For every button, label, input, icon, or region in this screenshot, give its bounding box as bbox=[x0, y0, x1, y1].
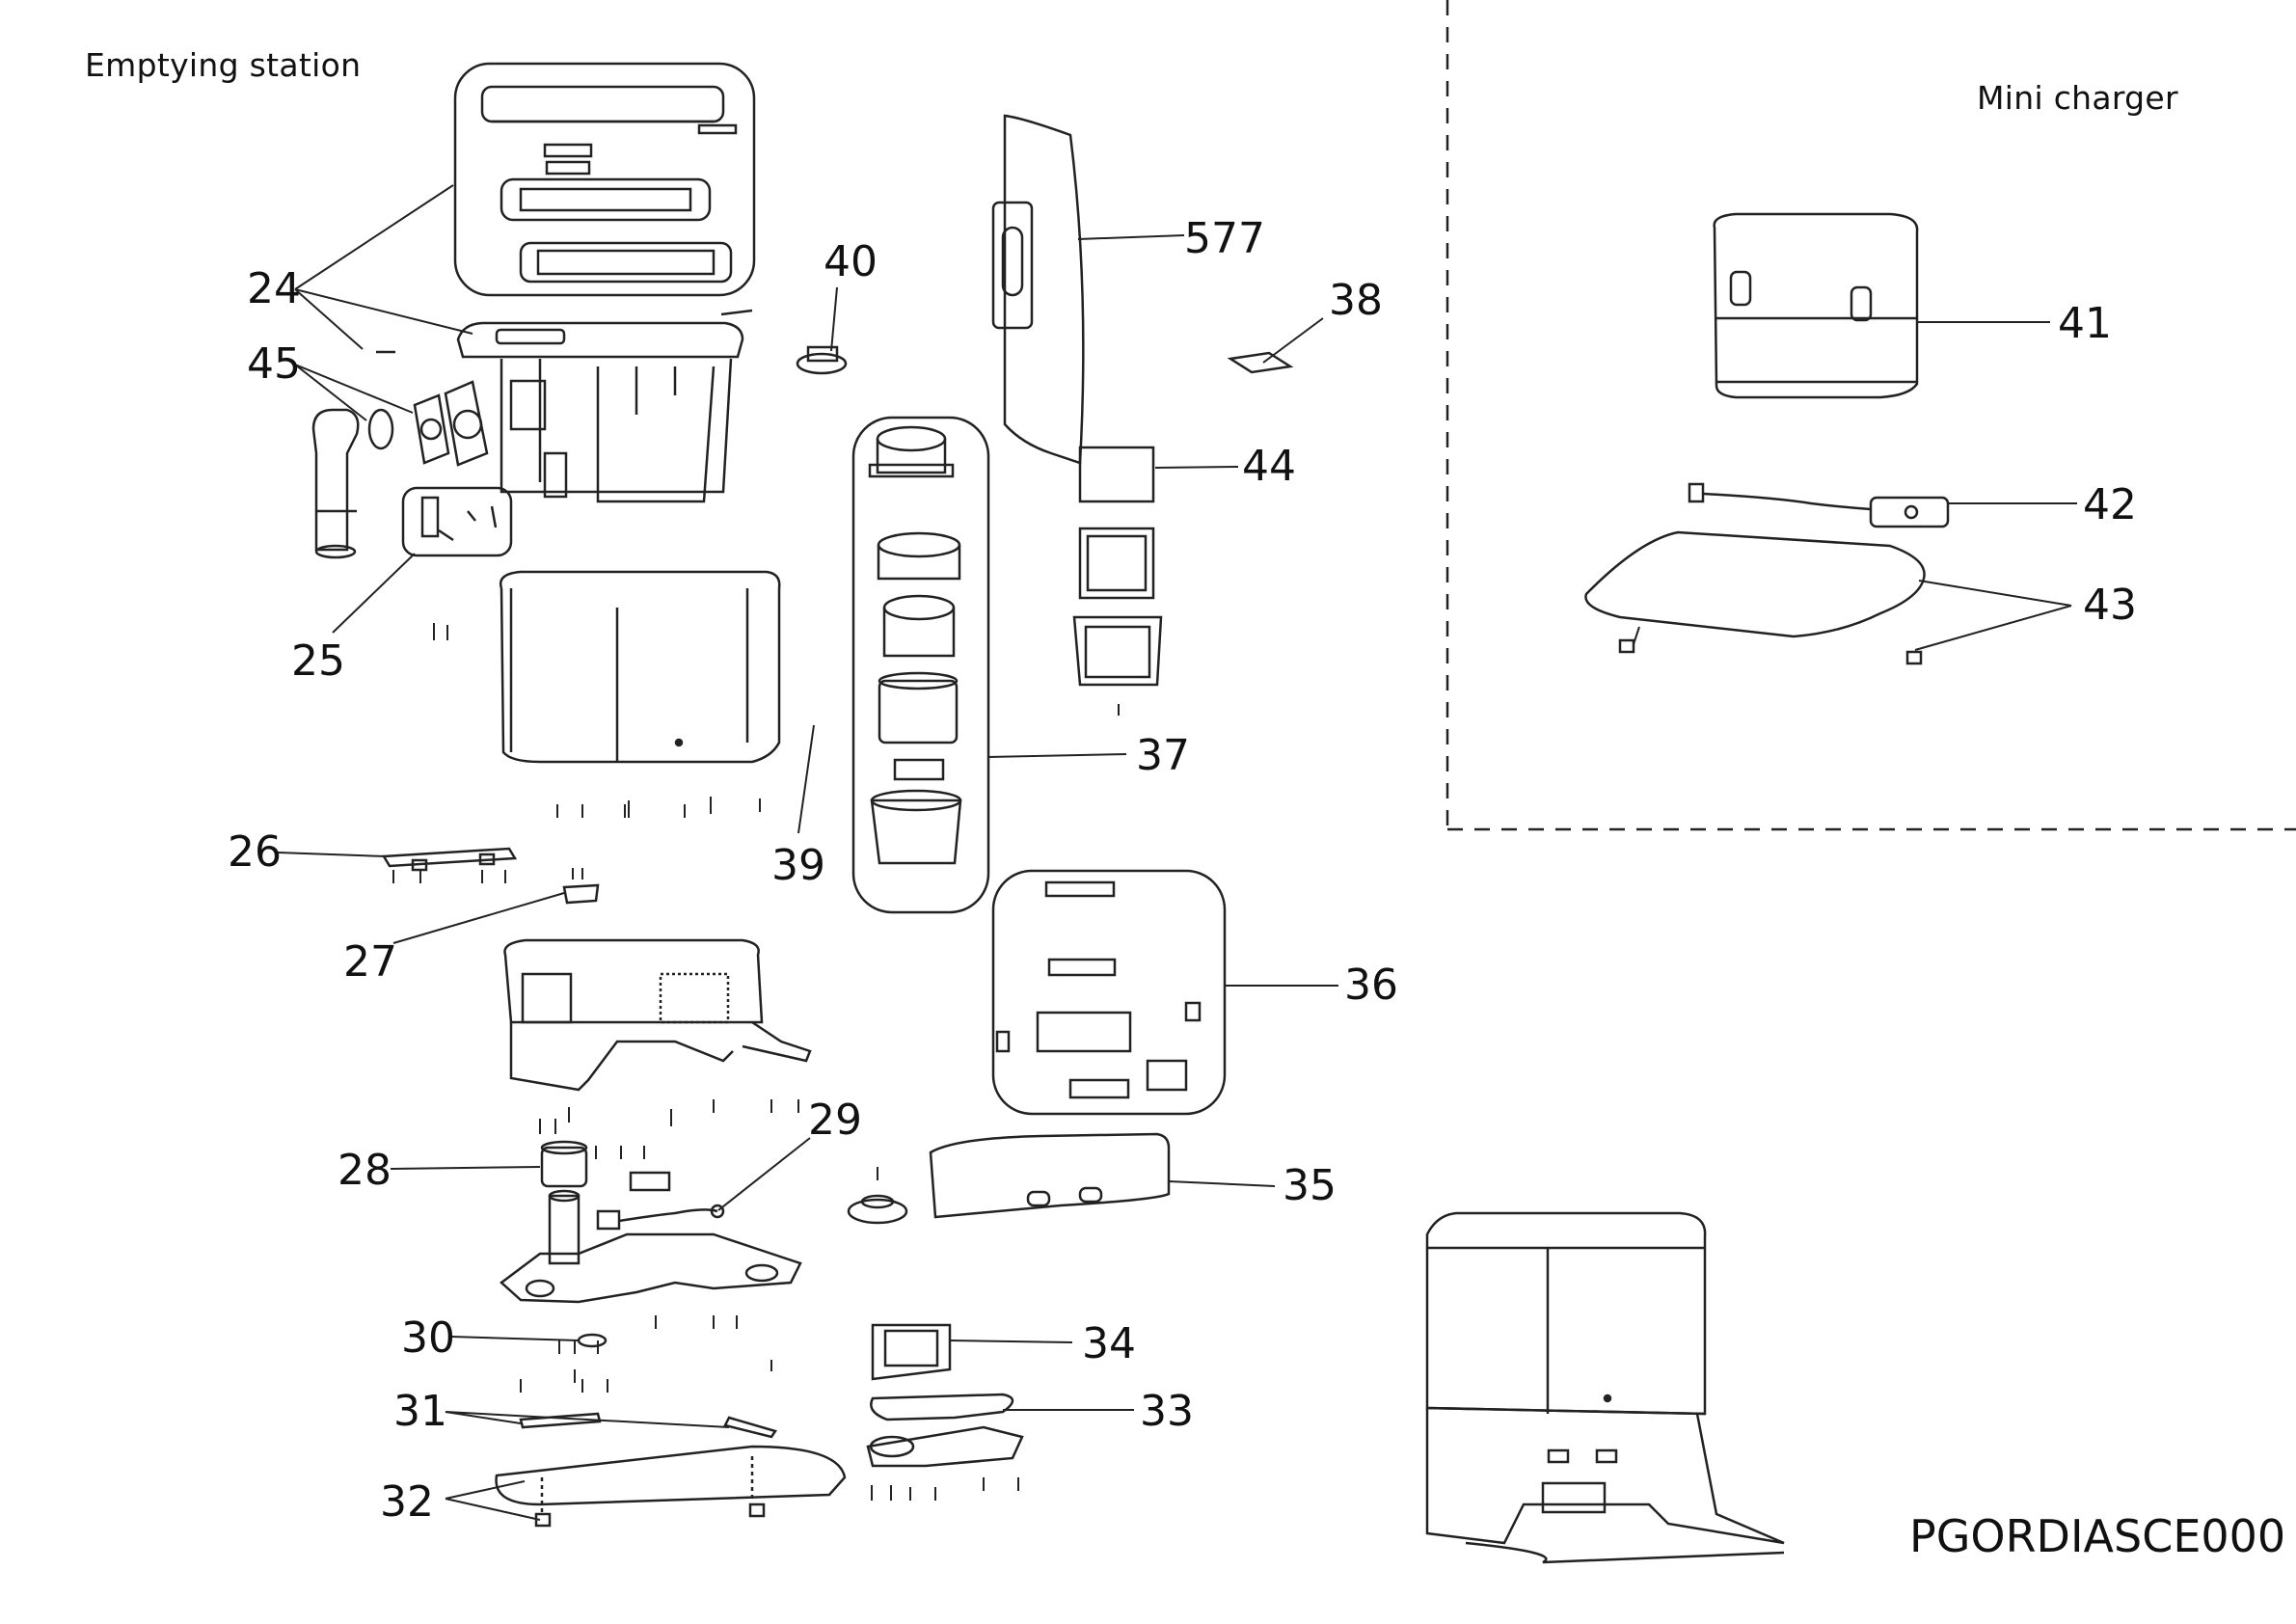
part-43-floor-mat bbox=[1584, 530, 1926, 665]
part-45-pipe-and-seals bbox=[311, 380, 489, 559]
callout-41: 41 bbox=[2058, 299, 2112, 348]
callout-25: 25 bbox=[291, 636, 345, 686]
callout-40: 40 bbox=[824, 237, 878, 286]
callout-27: 27 bbox=[343, 937, 397, 987]
part-38-clip bbox=[1227, 351, 1294, 374]
part-24-lid-group bbox=[453, 62, 756, 297]
callout-45: 45 bbox=[247, 339, 301, 389]
part-36-electronics-group bbox=[991, 869, 1227, 1116]
callout-38: 38 bbox=[1329, 276, 1383, 325]
outer-bin-housing bbox=[499, 570, 781, 764]
callout-30: 30 bbox=[401, 1313, 455, 1363]
callout-36: 36 bbox=[1344, 961, 1398, 1010]
part-24-dust-bin bbox=[376, 309, 753, 503]
callout-28: 28 bbox=[338, 1146, 392, 1195]
part-30-foot bbox=[577, 1333, 608, 1348]
callout-24: 24 bbox=[247, 264, 301, 313]
assembled-emptying-station bbox=[1425, 1211, 1785, 1564]
part-28-tube bbox=[540, 1140, 588, 1188]
part-41-mini-charger bbox=[1713, 212, 1919, 399]
part-34-duct bbox=[871, 1323, 952, 1381]
callout-32: 32 bbox=[380, 1477, 434, 1527]
emptying-station-title: Emptying station bbox=[85, 46, 362, 84]
lower-tray bbox=[866, 1425, 1024, 1468]
fan-module bbox=[847, 1194, 908, 1225]
callout-35: 35 bbox=[1283, 1161, 1337, 1210]
screws bbox=[392, 623, 1120, 1501]
mini-charger-dashed-frame bbox=[1445, 0, 2296, 831]
part-25-detail-box bbox=[401, 486, 513, 557]
callout-29: 29 bbox=[808, 1096, 862, 1145]
callout-44: 44 bbox=[1242, 442, 1296, 491]
callout-37: 37 bbox=[1136, 731, 1190, 780]
part-32-bottom-plate bbox=[495, 1445, 847, 1528]
part-44-filter bbox=[1072, 446, 1163, 687]
part-26-plate bbox=[381, 847, 518, 872]
part-35-front-cover bbox=[929, 1132, 1171, 1219]
part-31-strips bbox=[519, 1412, 777, 1439]
part-577-dust-bag bbox=[991, 114, 1085, 465]
callout-34: 34 bbox=[1082, 1319, 1136, 1368]
diagram-code: PGORDIASCE000 bbox=[1909, 1510, 2286, 1562]
part-27-bracket bbox=[562, 883, 600, 905]
callout-31: 31 bbox=[393, 1387, 447, 1436]
part-33-seal-ring bbox=[870, 1393, 1014, 1421]
callout-33: 33 bbox=[1140, 1387, 1194, 1436]
part-37-motor-group bbox=[851, 416, 990, 914]
leader-lines bbox=[277, 184, 2077, 1521]
base-housing bbox=[503, 938, 812, 1092]
part-42-power-adapter bbox=[1688, 482, 1950, 528]
part-40-cap bbox=[796, 345, 848, 375]
part-29-power-cable bbox=[596, 1171, 725, 1231]
mini-charger-title: Mini charger bbox=[1977, 79, 2178, 117]
callout-42: 42 bbox=[2083, 480, 2137, 529]
callout-39: 39 bbox=[771, 841, 825, 890]
callout-43: 43 bbox=[2083, 581, 2137, 630]
bottom-base-frame bbox=[500, 1189, 802, 1304]
callout-577: 577 bbox=[1184, 214, 1265, 263]
callout-26: 26 bbox=[228, 827, 282, 877]
